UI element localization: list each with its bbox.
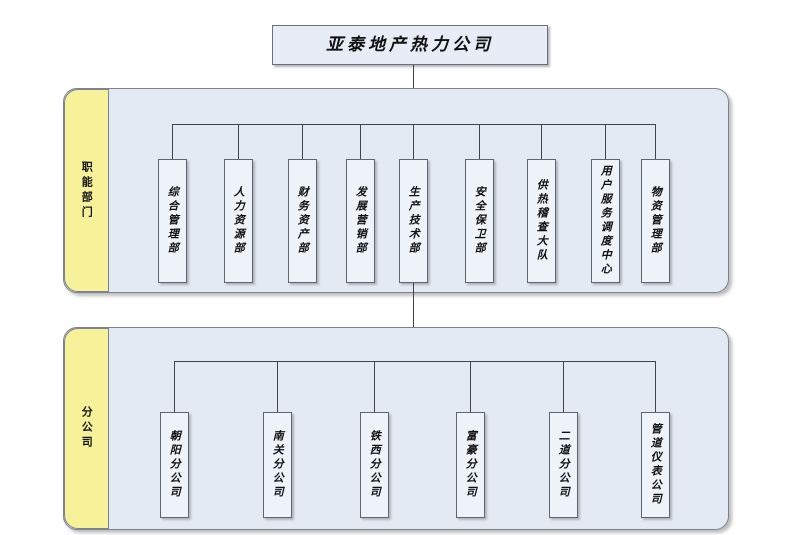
unit-label-branch-3: 铁西分公司: [368, 430, 382, 500]
unit-label-branch-5: 二道分公司: [557, 430, 571, 500]
connector-drop-branch-3: [374, 361, 375, 412]
section-tab-functional[interactable]: 职能部门: [64, 89, 109, 292]
unit-label-functional-5: 生产技术部: [407, 186, 421, 256]
section-tab-branch-label: 分公司: [80, 406, 94, 451]
trunk-line-branch: [413, 283, 414, 362]
unit-label-functional-2: 人力资源部: [232, 186, 246, 256]
unit-label-functional-6: 安全保卫部: [473, 186, 487, 256]
connector-drop-branch-1: [174, 361, 175, 412]
unit-box-branch-3[interactable]: 铁西分公司: [360, 412, 389, 518]
connector-drop-functional-7: [541, 124, 542, 159]
unit-box-branch-1[interactable]: 朝阳分公司: [160, 412, 189, 518]
connector-drop-functional-2: [238, 124, 239, 159]
connector-drop-functional-8: [605, 124, 606, 159]
connector-drop-functional-6: [479, 124, 480, 159]
unit-box-functional-5[interactable]: 生产技术部: [399, 159, 428, 283]
unit-box-functional-4[interactable]: 发展营销部: [346, 159, 375, 283]
unit-box-functional-7[interactable]: 供热稽查大队: [527, 159, 556, 283]
unit-box-branch-5[interactable]: 二道分公司: [549, 412, 578, 518]
unit-label-branch-6: 管道仪表公司: [649, 423, 663, 507]
unit-label-functional-1: 综合管理部: [166, 186, 180, 256]
unit-box-branch-4[interactable]: 富豪分公司: [456, 412, 485, 518]
connector-drop-functional-3: [302, 124, 303, 159]
root-company-label: 亚泰地产热力公司: [326, 34, 494, 55]
unit-box-branch-2[interactable]: 南关分公司: [263, 412, 292, 518]
unit-label-functional-4: 发展营销部: [354, 186, 368, 256]
unit-box-functional-2[interactable]: 人力资源部: [224, 159, 253, 283]
unit-label-functional-8: 用户服务调度中心: [599, 165, 613, 277]
connector-drop-branch-5: [563, 361, 564, 412]
root-company-box[interactable]: 亚泰地产热力公司: [272, 25, 548, 65]
unit-box-functional-9[interactable]: 物资管理部: [641, 159, 670, 283]
unit-label-functional-3: 财务资产部: [296, 186, 310, 256]
connector-bus-branch: [174, 361, 655, 362]
unit-label-branch-1: 朝阳分公司: [168, 430, 182, 500]
unit-box-functional-3[interactable]: 财务资产部: [288, 159, 317, 283]
connector-drop-functional-5: [413, 124, 414, 159]
connector-drop-functional-4: [360, 124, 361, 159]
connector-drop-functional-1: [172, 124, 173, 159]
connector-drop-functional-9: [655, 124, 656, 159]
unit-label-functional-7: 供热稽查大队: [535, 179, 549, 263]
section-tab-functional-label: 职能部门: [80, 160, 94, 221]
connector-drop-branch-6: [655, 361, 656, 412]
section-tab-branch[interactable]: 分公司: [64, 328, 109, 529]
unit-label-branch-4: 富豪分公司: [464, 430, 478, 500]
unit-label-branch-2: 南关分公司: [271, 430, 285, 500]
connector-drop-branch-4: [470, 361, 471, 412]
unit-box-functional-6[interactable]: 安全保卫部: [465, 159, 494, 283]
unit-box-functional-1[interactable]: 综合管理部: [158, 159, 187, 283]
unit-box-functional-8[interactable]: 用户服务调度中心: [591, 159, 620, 283]
unit-label-functional-9: 物资管理部: [649, 186, 663, 256]
connector-drop-branch-2: [277, 361, 278, 412]
unit-box-branch-6[interactable]: 管道仪表公司: [641, 412, 670, 518]
